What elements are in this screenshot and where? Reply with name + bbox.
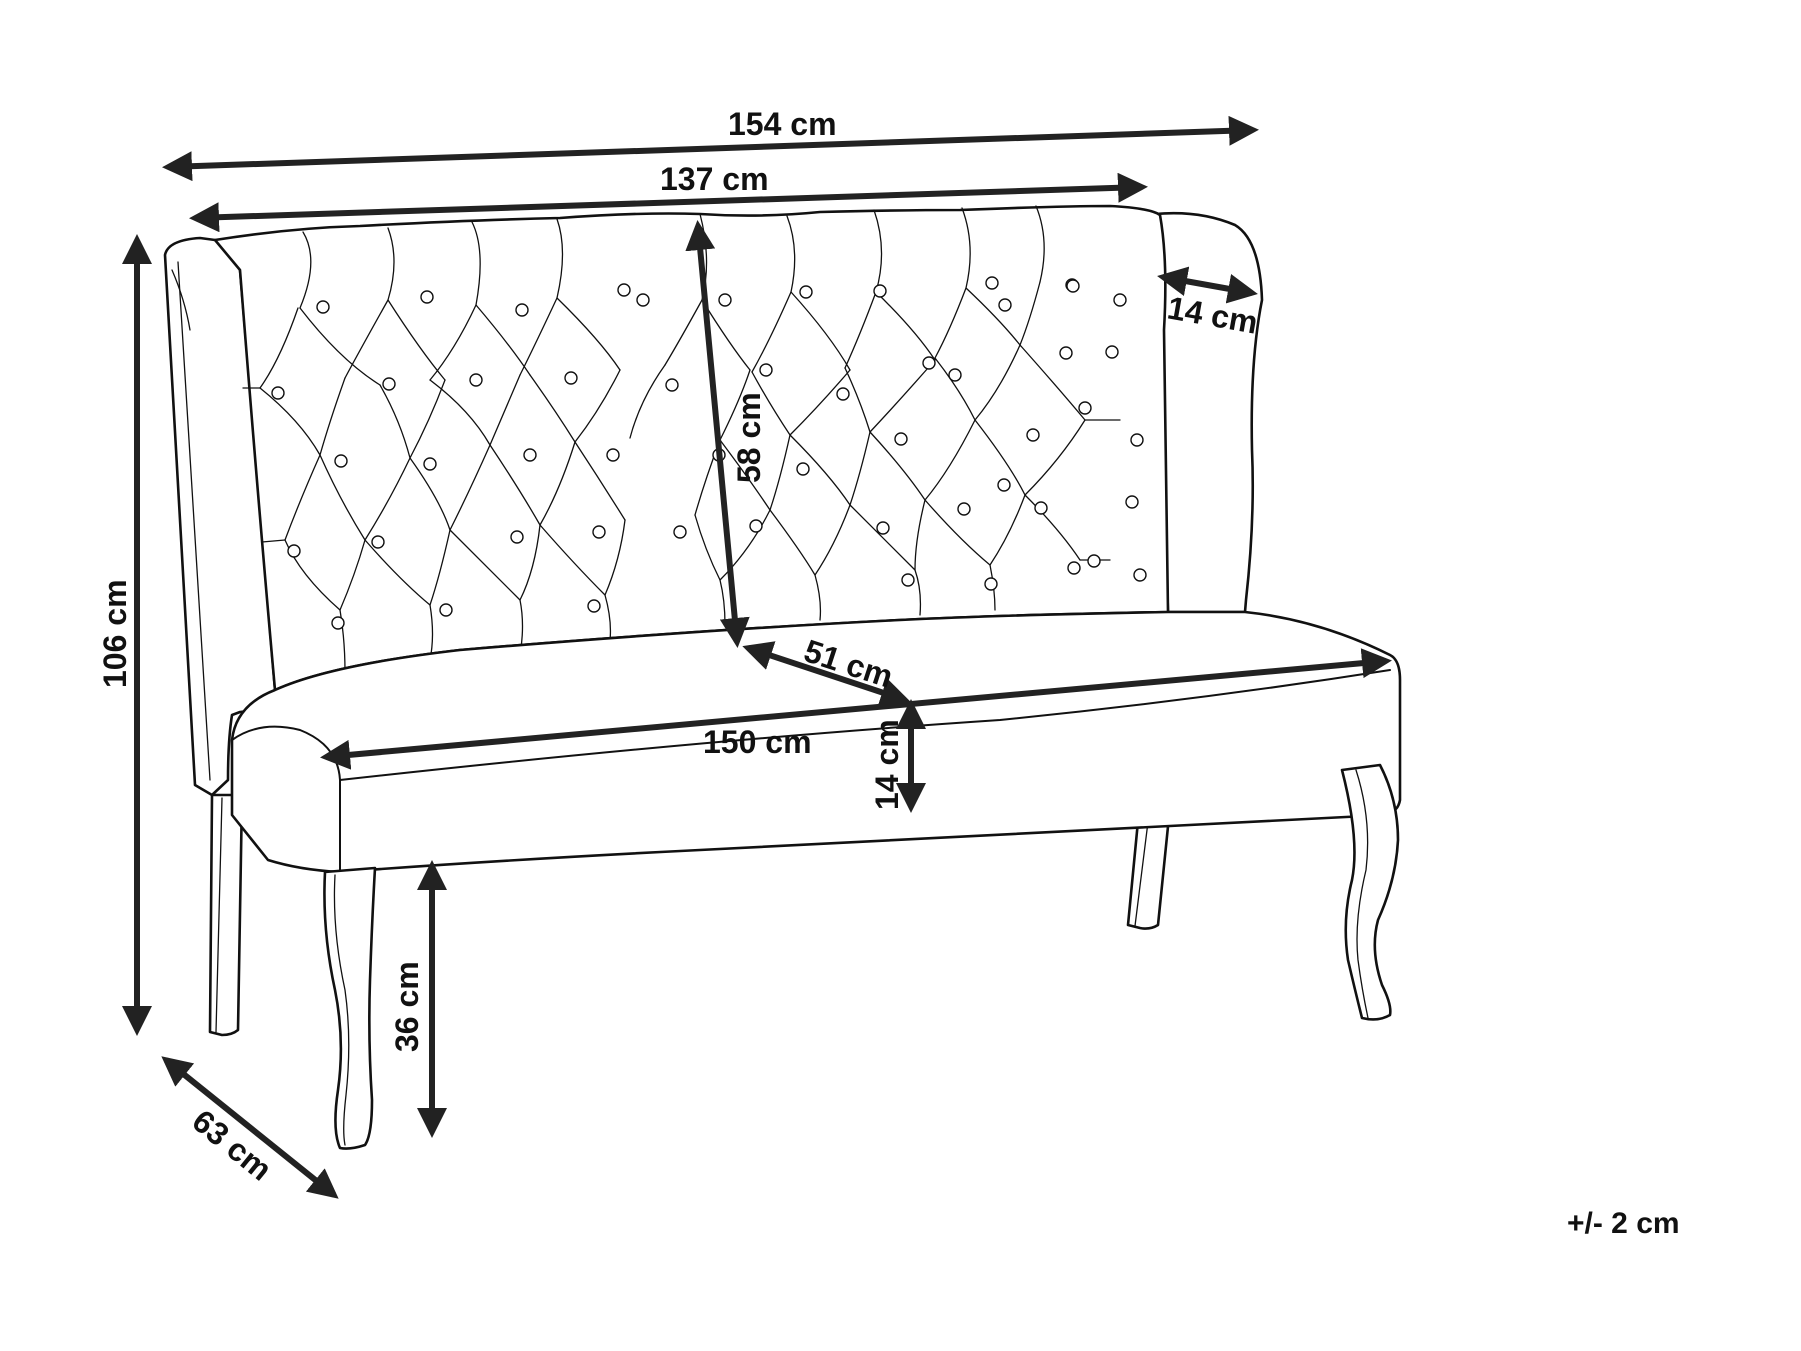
overall-height-label: 106 cm — [97, 579, 133, 688]
tufting — [242, 205, 1147, 673]
leg-back-left — [208, 793, 244, 1037]
overall-width-label: 154 cm — [728, 106, 837, 142]
tuft-buttons — [271, 276, 1147, 630]
right-wing — [1153, 211, 1264, 614]
tolerance-note: +/- 2 cm — [1567, 1207, 1680, 1240]
overall-depth-arrow — [161, 1056, 339, 1199]
backrest-height-arrow — [685, 220, 750, 648]
backrest-height-label: 58 cm — [731, 392, 767, 483]
overall-width-arrow — [162, 115, 1259, 182]
backrest-width-label: 137 cm — [660, 161, 769, 197]
seat-width-label: 150 cm — [703, 724, 812, 760]
leg-front-left — [323, 866, 377, 1150]
leg-front-right — [1340, 763, 1400, 1021]
seat-thickness-label: 14 cm — [869, 719, 905, 810]
seat-height-label: 36 cm — [389, 961, 425, 1052]
dimension-annotations: 154 cm 137 cm 106 cm 58 cm 14 cm 51 cm 1… — [97, 106, 1392, 1199]
backrest-width-arrow — [189, 172, 1148, 233]
seat-width-arrow — [320, 648, 1392, 770]
wing-depth-arrow — [1157, 266, 1258, 304]
